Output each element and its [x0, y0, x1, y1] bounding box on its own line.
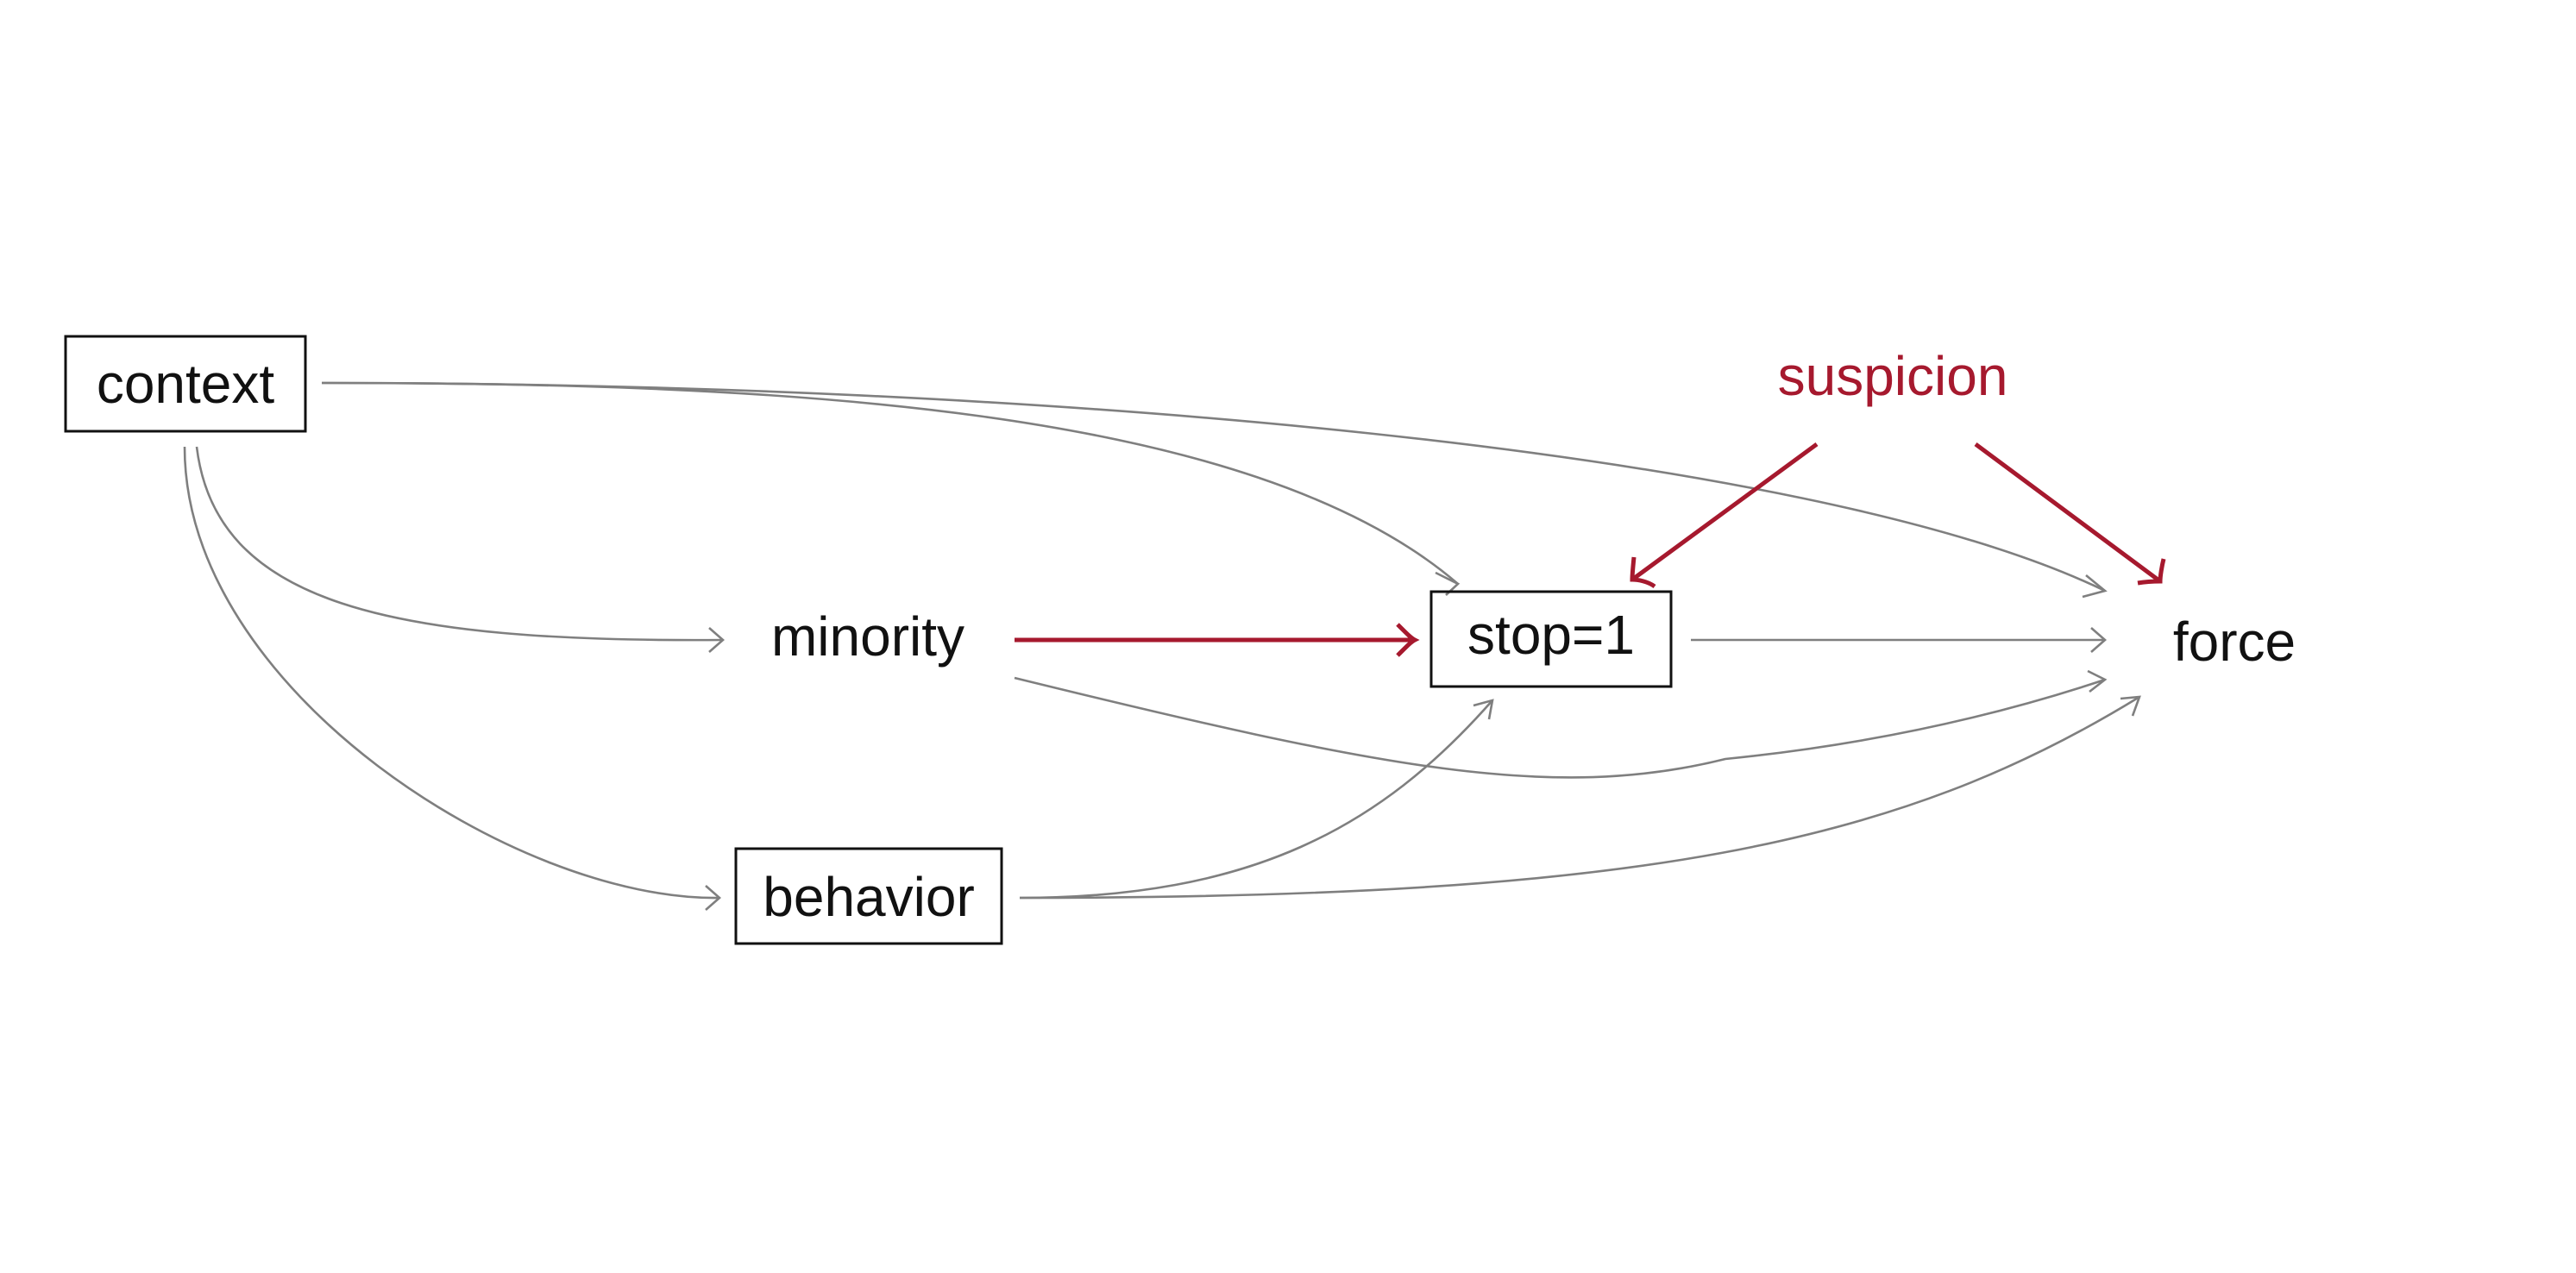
- node-behavior: behavior: [734, 847, 1003, 945]
- node-force-label: force: [2173, 611, 2296, 673]
- node-context-box: [64, 335, 307, 433]
- node-stop: stop=1: [1429, 590, 1673, 688]
- node-context: context: [64, 335, 307, 433]
- node-stop-box: [1429, 590, 1673, 688]
- node-behavior-box: [734, 847, 1003, 945]
- node-context-label: context: [97, 353, 275, 415]
- node-behavior-label: behavior: [763, 866, 975, 928]
- edge-minority-to-force: [1014, 669, 2108, 779]
- edge-context-to-minority: [195, 446, 725, 653]
- edge-context-to-force: [321, 381, 2108, 599]
- node-minority-label: minority: [771, 605, 964, 668]
- node-suspicion-label: suspicion: [1778, 345, 2008, 407]
- edge-behavior-to-force: [1019, 695, 2141, 900]
- node-force: force: [2173, 611, 2296, 673]
- edge-context-to-stop: [321, 381, 1461, 596]
- edge-stop-to-force: [1691, 627, 2107, 653]
- edge-suspicion-to-stop: [1630, 442, 1819, 589]
- node-suspicion: suspicion: [1778, 345, 2008, 407]
- edge-suspicion-to-force: [1974, 442, 2166, 586]
- edge-behavior-to-stop: [1019, 699, 1494, 900]
- node-minority: minority: [771, 605, 964, 668]
- node-stop-label: stop=1: [1467, 604, 1635, 666]
- edge-minority-to-stop: [1015, 623, 1420, 657]
- edge-context-to-behavior: [183, 446, 721, 911]
